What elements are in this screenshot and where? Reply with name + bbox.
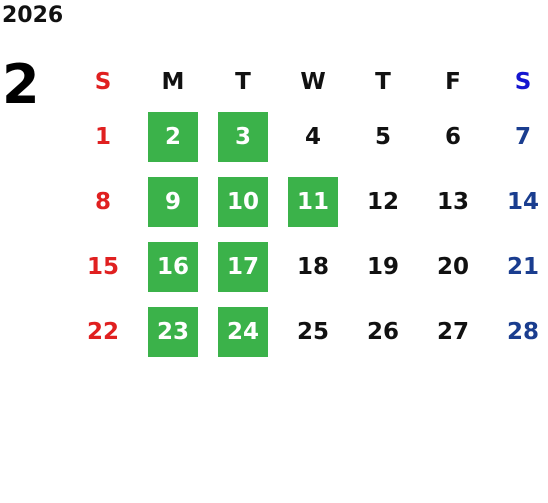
day-number[interactable]: 28: [506, 318, 539, 345]
day-number[interactable]: 5: [374, 123, 391, 150]
day-cell: 7: [488, 104, 548, 169]
weekday-header-saturday: S: [514, 69, 532, 95]
day-number[interactable]: 3: [218, 111, 268, 162]
day-number[interactable]: 24: [218, 306, 268, 357]
day-number[interactable]: 12: [366, 188, 399, 215]
day-cell: 16: [138, 234, 208, 299]
day-number[interactable]: 2: [148, 111, 198, 162]
day-number[interactable]: 11: [288, 176, 338, 227]
day-cell: 20: [418, 234, 488, 299]
day-cell: 13: [418, 169, 488, 234]
day-number[interactable]: 20: [436, 253, 469, 280]
weekday-header-wednesday: W: [300, 69, 326, 95]
day-cell: 19: [348, 234, 418, 299]
day-number[interactable]: 1: [94, 123, 111, 150]
day-cell: 9: [138, 169, 208, 234]
day-cell: 23: [138, 299, 208, 364]
day-cell: 11: [278, 169, 348, 234]
day-cell: 28: [488, 299, 548, 364]
day-cell: 6: [418, 104, 488, 169]
day-cell: 27: [418, 299, 488, 364]
day-cell: 24: [208, 299, 278, 364]
day-cell: 18: [278, 234, 348, 299]
day-number[interactable]: 18: [296, 253, 329, 280]
day-cell: 15: [68, 234, 138, 299]
day-cell: 3: [208, 104, 278, 169]
weekday-header-thursday: T: [375, 69, 391, 95]
day-number[interactable]: 25: [296, 318, 329, 345]
day-number[interactable]: 7: [514, 123, 531, 150]
day-number[interactable]: 16: [148, 241, 198, 292]
day-number[interactable]: 13: [436, 188, 469, 215]
day-cell: 10: [208, 169, 278, 234]
day-number[interactable]: 9: [148, 176, 198, 227]
day-cell: 21: [488, 234, 548, 299]
day-number[interactable]: 10: [218, 176, 268, 227]
day-cell: 5: [348, 104, 418, 169]
day-cell: 22: [68, 299, 138, 364]
day-cell: 26: [348, 299, 418, 364]
day-number[interactable]: 19: [366, 253, 399, 280]
day-number[interactable]: 6: [444, 123, 461, 150]
day-number[interactable]: 26: [366, 318, 399, 345]
day-number[interactable]: 22: [86, 318, 119, 345]
day-cell: 1: [68, 104, 138, 169]
calendar-year: 2026: [2, 3, 64, 28]
day-number[interactable]: 17: [218, 241, 268, 292]
day-number[interactable]: 14: [506, 188, 539, 215]
weekday-header-friday: F: [445, 69, 461, 95]
day-number[interactable]: 4: [304, 123, 321, 150]
day-cell: 14: [488, 169, 548, 234]
day-cell: 12: [348, 169, 418, 234]
weekday-header-tuesday: T: [235, 69, 251, 95]
weekday-header-sunday: S: [94, 69, 112, 95]
day-cell: 4: [278, 104, 348, 169]
day-number[interactable]: 27: [436, 318, 469, 345]
day-cell: 8: [68, 169, 138, 234]
calendar-grid: S M T W T F S 1 2 3 4 5 6 7 8 9 10 11 12…: [68, 60, 548, 364]
day-cell: 25: [278, 299, 348, 364]
calendar-month: 2: [2, 53, 40, 116]
day-cell: 2: [138, 104, 208, 169]
weekday-header-monday: M: [161, 69, 185, 95]
day-number[interactable]: 23: [148, 306, 198, 357]
day-number[interactable]: 15: [86, 253, 119, 280]
day-number[interactable]: 21: [506, 253, 539, 280]
day-cell: 17: [208, 234, 278, 299]
day-number[interactable]: 8: [94, 188, 111, 215]
